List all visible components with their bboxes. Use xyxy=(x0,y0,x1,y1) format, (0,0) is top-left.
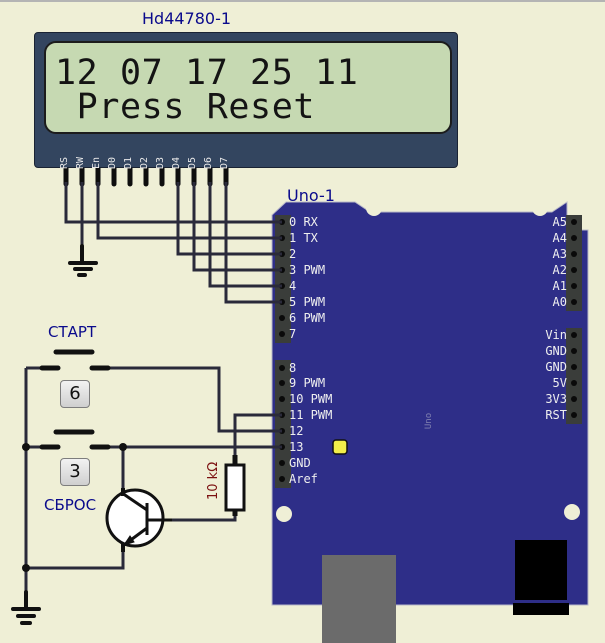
led-13 xyxy=(332,439,348,455)
uno-pin-vin[interactable] xyxy=(571,332,577,338)
reset-label: СБРОС xyxy=(44,496,97,514)
junctions xyxy=(22,443,127,572)
uno-pin-label-3-pwm: 3 PWM xyxy=(289,263,326,277)
digital-header-8-aref xyxy=(275,360,291,488)
start-key-button[interactable]: 6 xyxy=(60,380,90,408)
uno-pin-label-3v3: 3V3 xyxy=(545,392,567,406)
uno-pin-a0[interactable] xyxy=(571,299,577,305)
uno-pin-label-11-pwm: 11 PWM xyxy=(289,408,333,422)
power-jack-base xyxy=(513,603,569,615)
uno-pin-label-7: 7 xyxy=(289,327,297,341)
uno-pin-label-2: 2 xyxy=(289,247,297,261)
uno-pin-label-gnd: GND xyxy=(545,360,567,374)
uno-pin-label-a0: A0 xyxy=(552,295,567,309)
uno-pin-14[interactable] xyxy=(279,460,285,466)
uno-pin-a3[interactable] xyxy=(571,251,577,257)
uno-pin-15[interactable] xyxy=(279,476,285,482)
ground-symbol-lcd xyxy=(68,244,98,277)
power-header xyxy=(566,328,582,424)
uno-pin-label-a3: A3 xyxy=(552,247,567,261)
uno-pin-6[interactable] xyxy=(279,315,285,321)
lcd-name-label: Hd44780-1 xyxy=(142,9,232,28)
lcd-line-1: 12 07 17 25 11 xyxy=(55,53,359,93)
uno-pin-label-a4: A4 xyxy=(552,231,567,245)
uno-pin-label-5-pwm: 5 PWM xyxy=(289,295,326,309)
uno-pin-7[interactable] xyxy=(279,331,285,337)
mount-hole xyxy=(564,504,580,520)
uno-pin-label-a1: A1 xyxy=(552,279,567,293)
start-button-switch[interactable] xyxy=(39,349,111,371)
uno-pin-label-10-pwm: 10 PWM xyxy=(289,392,333,406)
mount-hole xyxy=(532,200,548,216)
uno-pin-label-a5: A5 xyxy=(552,215,567,229)
uno-pin-a2[interactable] xyxy=(571,267,577,273)
top-border xyxy=(0,0,605,2)
uno-pin-gnd[interactable] xyxy=(571,364,577,370)
lcd-line-2: Press Reset xyxy=(55,87,316,127)
reset-key-button[interactable]: 3 xyxy=(60,458,90,486)
uno-pin-label-vin: Vin xyxy=(545,328,567,342)
uno-pin-10[interactable] xyxy=(279,396,285,402)
uno-pin-gnd[interactable] xyxy=(571,348,577,354)
uno-pin-9[interactable] xyxy=(279,380,285,386)
uno-pin-label-8: 8 xyxy=(289,361,297,375)
uno-pin-label-5v: 5V xyxy=(552,376,567,390)
reset-button-switch[interactable] xyxy=(39,429,111,450)
uno-pin-label-gnd: GND xyxy=(289,456,311,470)
npn-transistor[interactable] xyxy=(105,488,172,552)
uno-pin-label-13: 13 xyxy=(289,440,304,454)
uno-pin-a5[interactable] xyxy=(571,219,577,225)
mount-hole xyxy=(366,200,382,216)
uno-pin-label-aref: Aref xyxy=(289,472,318,486)
uno-board-mark: Uno xyxy=(424,412,435,430)
lcd-pin-legs xyxy=(63,163,229,187)
uno-pin-label-rst: RST xyxy=(545,408,567,422)
uno-pin-label-a2: A2 xyxy=(552,263,567,277)
uno-pin-a4[interactable] xyxy=(571,235,577,241)
ground-symbol-circuit xyxy=(11,590,41,625)
uno-pin-3v3[interactable] xyxy=(571,396,577,402)
mount-hole xyxy=(276,506,292,522)
start-label: СТАРТ xyxy=(48,323,97,341)
uno-pin-label-4: 4 xyxy=(289,279,297,293)
uno-pin-label-9-pwm: 9 PWM xyxy=(289,376,326,390)
lcd-screen: 12 07 17 25 11 Press Reset xyxy=(44,41,452,134)
resistor-value-label: 10 kΩ xyxy=(206,461,221,500)
uno-pin-a1[interactable] xyxy=(571,283,577,289)
uno-pin-label-12: 12 xyxy=(289,424,304,438)
uno-pin-rst[interactable] xyxy=(571,412,577,418)
uno-name-label: Uno-1 xyxy=(287,186,335,205)
lcd-pin-label-d7: D7 xyxy=(219,156,230,170)
uno-pin-label-0-rx: 0 RX xyxy=(289,215,318,229)
digital-header-0-7 xyxy=(275,215,291,343)
power-jack xyxy=(515,540,567,600)
uno-pin-8[interactable] xyxy=(279,365,285,371)
uno-board[interactable] xyxy=(271,200,589,643)
uno-pin-label-6-pwm: 6 PWM xyxy=(289,311,326,325)
uno-pin-label-gnd: GND xyxy=(545,344,567,358)
uno-pin-5v[interactable] xyxy=(571,380,577,386)
usb-connector xyxy=(322,555,396,643)
uno-pin-label-1-tx: 1 TX xyxy=(289,231,318,245)
resistor-10k[interactable] xyxy=(224,455,246,516)
analog-header xyxy=(566,215,582,311)
